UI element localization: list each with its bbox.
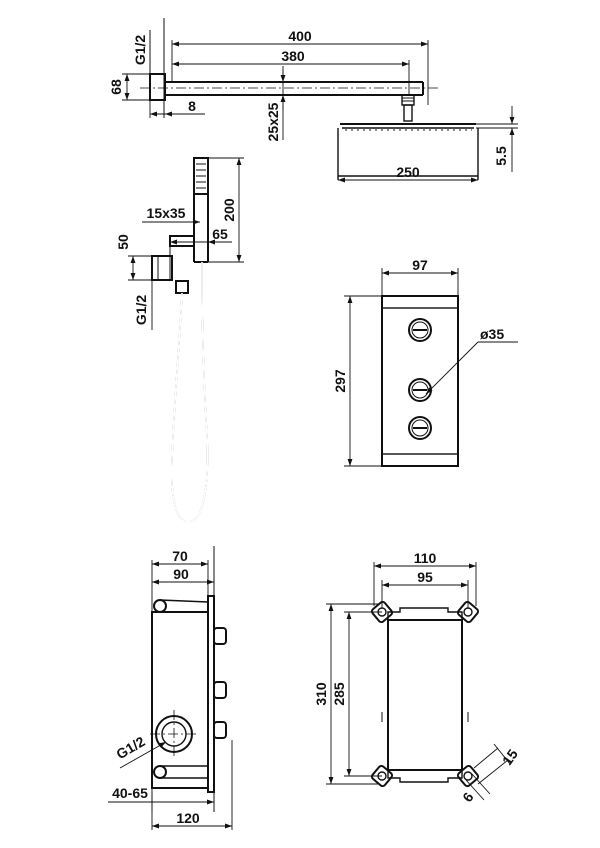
dim-15x35: 15x35 — [147, 205, 186, 221]
knob-top — [408, 318, 432, 342]
cover-plate-view: 97 297 ø35 — [332, 257, 518, 467]
cover-plate-top-band — [381, 295, 459, 309]
thread-label-hand: G1/2 — [133, 295, 149, 326]
dim-5-5: 5.5 — [493, 146, 509, 166]
ext-15-b — [477, 759, 509, 785]
thread-label-arm: G1/2 — [132, 35, 148, 66]
dim-8: 8 — [188, 98, 196, 114]
leader-6-b — [471, 773, 491, 795]
hose-connector — [175, 280, 189, 294]
shower-arm-view: 400 380 68 G1/2 8 25x25 250 5.5 — [108, 18, 518, 183]
dim-70: 70 — [172, 548, 188, 564]
dim-65: 65 — [212, 226, 228, 242]
dim-25x25: 25x25 — [265, 102, 281, 141]
dim-95: 95 — [417, 569, 433, 585]
knob-middle — [408, 378, 432, 402]
box-front-view: 110 95 310 285 15 6 — [313, 550, 521, 805]
lug-bottom-right — [456, 764, 480, 788]
stem-bottom — [213, 721, 227, 739]
thread-label-box: G1/2 — [113, 733, 147, 762]
dim-97: 97 — [412, 257, 428, 273]
dim-250: 250 — [396, 164, 420, 180]
stem-top — [213, 627, 227, 645]
box-side-view: 70 90 G1/2 40-65 120 — [108, 546, 233, 830]
dim-90: 90 — [173, 566, 189, 582]
dim-68: 68 — [108, 79, 124, 95]
dim-285: 285 — [331, 682, 347, 706]
head-stem — [403, 104, 413, 122]
cover-plate-bottom-band — [381, 453, 459, 467]
box-front-top-detail — [387, 607, 463, 620]
dim-310: 310 — [313, 682, 329, 706]
knob-bottom — [408, 416, 432, 440]
box-front-bottom-detail — [387, 770, 463, 783]
box-front-body — [387, 619, 463, 771]
hand-shower-head — [193, 157, 209, 195]
dim-200: 200 — [221, 198, 237, 222]
dim-diameter-35: ø35 — [480, 326, 504, 342]
hand-shower-view: 200 15x35 65 50 G1/2 — [115, 157, 244, 523]
dim-40-65: 40-65 — [112, 785, 148, 801]
dim-120: 120 — [176, 810, 200, 826]
stem-middle — [213, 681, 227, 699]
head-connector — [401, 94, 415, 106]
flex-hose-core — [170, 262, 209, 523]
leader-6-a — [465, 779, 485, 801]
box-body — [151, 611, 209, 789]
ext-15-a — [473, 747, 499, 769]
dim-50: 50 — [115, 234, 131, 250]
dim-line-15 — [493, 743, 511, 765]
holder-bracket — [169, 235, 195, 247]
wall-outlet — [151, 255, 173, 281]
dim-6: 6 — [459, 789, 477, 805]
top-inlet — [153, 599, 167, 613]
dim-380: 380 — [281, 48, 305, 64]
dim-400: 400 — [288, 28, 312, 44]
dim-297: 297 — [332, 369, 348, 393]
wall-flange — [149, 73, 166, 101]
bottom-inlet — [153, 765, 167, 779]
leader-diameter — [425, 341, 479, 395]
dim-110: 110 — [414, 550, 437, 566]
leader-thread-box — [119, 741, 167, 769]
